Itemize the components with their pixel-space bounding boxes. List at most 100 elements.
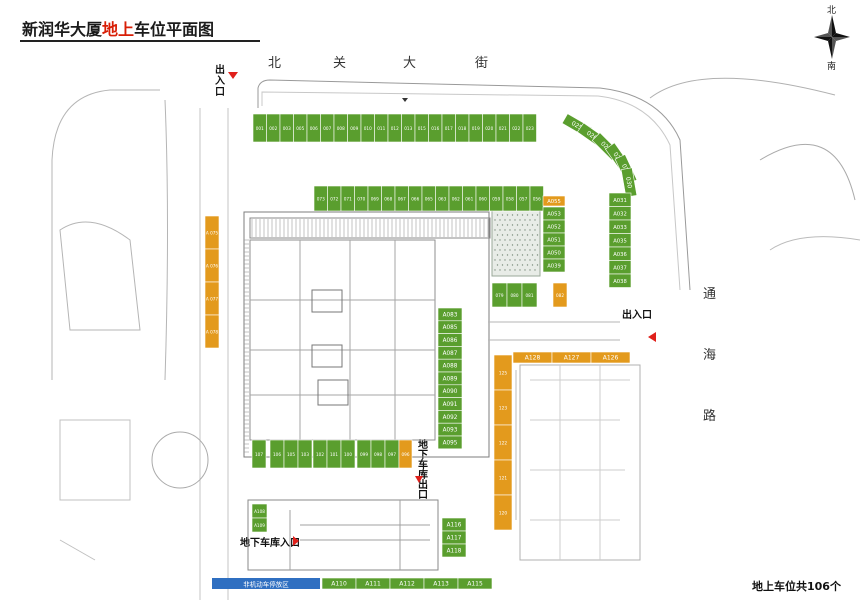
spot-A111-label: A111 [365,581,381,588]
spot-018-label: 018 [458,126,466,131]
spot-A076: A 076 [204,248,220,283]
spot-A095-label: A095 [443,440,458,446]
spot-008: 008 [333,113,348,143]
spot-001: 001 [252,113,267,143]
spot-A126-label: A126 [603,355,619,362]
planted-dot [509,239,511,241]
spot-010: 010 [360,113,375,143]
planted-dot [504,269,506,271]
spot-100-label: 100 [344,452,352,457]
spot-069: 069 [367,185,382,212]
spot-002-label: 002 [269,126,277,131]
spot-A110-label: A110 [331,581,347,588]
planted-dot [524,239,526,241]
spot-A051-label: A051 [547,238,561,244]
spot-030-box [620,167,638,198]
spot-A036-label: A036 [613,252,627,258]
planted-dot [514,259,516,261]
planted-dot [516,224,519,226]
planted-dot [521,234,524,236]
planted-dot [524,219,526,221]
spot-015: 015 [414,113,429,143]
spot-016-label: 016 [431,126,439,131]
spot-A108-label: A108 [254,509,265,514]
spot-122: 122 [493,424,513,461]
planted-dot [521,224,524,226]
spot-A032: A032 [608,206,632,221]
planted-dot [509,249,511,251]
spot-A127-label: A127 [564,355,580,362]
planted-dot [536,234,539,236]
planted-dot [516,254,519,256]
spot-023: 023 [522,113,537,143]
planted-dot [514,239,516,241]
spot-A088-label: A088 [443,364,458,370]
planted-dot [529,249,531,251]
planted-area-dots [494,199,539,271]
planted-dot [499,229,501,231]
spot-A031: A031 [608,192,632,207]
spot-102-label: 102 [316,452,324,457]
spot-A089: A089 [437,371,463,386]
planted-dot [511,244,514,246]
spot-061: 061 [462,185,477,212]
spot-A118-label: A118 [447,549,462,555]
planted-dot [526,244,529,246]
planted-dot [516,244,519,246]
spot-A093-label: A093 [443,428,458,434]
spot-057-label: 057 [519,197,527,202]
spot-125: 125 [493,354,513,391]
spot-056-label: 056 [533,197,541,202]
spot-068-label: 068 [384,197,392,202]
spot-065: 065 [421,185,436,212]
planted-dot [519,229,521,231]
planted-dot [524,229,526,231]
top-entrance-char-2: 入 [215,76,225,87]
spot-120: 120 [493,494,513,531]
spot-A085-label: A085 [443,325,458,331]
spot-021-label: 021 [499,126,507,131]
planted-dot [516,234,519,236]
spot-096: 096 [398,439,413,469]
spot-A075: A 075 [204,215,220,250]
spot-A031-label: A031 [613,198,627,204]
planted-dot [494,229,496,231]
planted-dot [509,259,511,261]
planted-dot [506,244,509,246]
planted-dot [511,214,514,216]
spot-105-label: 105 [287,452,295,457]
planted-dot [526,234,529,236]
spot-A113-label: A113 [433,581,449,588]
planted-dot [534,219,536,221]
spot-A036: A036 [608,246,632,261]
spot-107-box [251,439,267,469]
planted-dot [531,244,534,246]
spot-A126: A126 [590,351,631,364]
spot-099: 099 [356,439,372,469]
spot-A053: A053 [542,206,566,221]
street-east-char-1: 通 [703,287,717,302]
planted-dot [536,264,539,266]
planted-dot [534,259,536,261]
spot-101-label: 101 [330,452,338,457]
spot-A088: A088 [437,358,463,373]
planted-dot [531,214,534,216]
planted-dot [534,269,536,271]
spot-023-label: 023 [526,126,534,131]
arrow-underground-entry [293,536,299,546]
spot-059: 059 [489,185,504,212]
planted-dot [521,244,524,246]
spot-073: 073 [313,185,328,212]
spot-007: 007 [320,113,335,143]
spot-A127: A127 [551,351,592,364]
spot-063-label: 063 [438,197,446,202]
planted-dot [516,264,519,266]
spot-011: 011 [374,113,389,143]
spot-067: 067 [394,185,409,212]
planted-dot [494,249,496,251]
spot-125-label: 125 [499,371,507,377]
compass-rose [814,15,850,59]
spot-106: 106 [269,439,285,469]
